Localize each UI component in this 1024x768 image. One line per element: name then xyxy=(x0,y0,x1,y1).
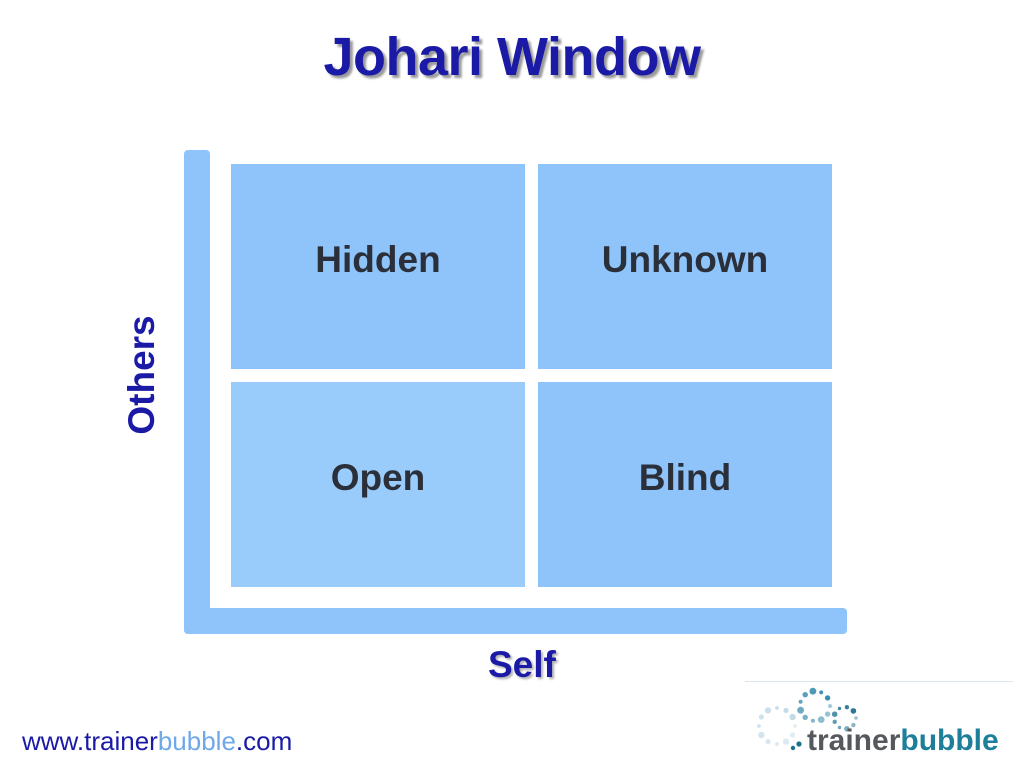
quadrant-open-label: Open xyxy=(330,456,426,498)
bubble-dot xyxy=(851,722,856,728)
bubble-dot xyxy=(832,719,837,724)
bubble-dot xyxy=(819,690,824,695)
bubble-dot xyxy=(790,745,796,751)
bubble-dot xyxy=(844,726,850,732)
bubble-dot xyxy=(790,732,796,738)
logo-word-trainer: trainer xyxy=(807,724,901,757)
bubble-dot xyxy=(817,716,825,723)
bubble-dot xyxy=(824,711,831,717)
vertical-axis-bar xyxy=(184,150,210,634)
quadrant-blind-label: Blind xyxy=(638,456,732,498)
bubble-dot xyxy=(837,706,842,711)
bubble-dot xyxy=(802,692,808,698)
quadrant-unknown: Unknown xyxy=(538,164,832,369)
slide-title: Johari Window xyxy=(323,27,701,87)
bubble-dot xyxy=(854,716,858,720)
quadrant-unknown-label: Unknown xyxy=(601,238,769,280)
quadrant-blind: Blind xyxy=(538,382,832,587)
bubble-dot xyxy=(793,724,797,728)
footer-url-accent: bubble xyxy=(157,726,236,756)
bubble-dot xyxy=(837,725,842,730)
bubble-dot xyxy=(831,711,838,717)
footer-url[interactable]: www.trainerbubble.com xyxy=(22,726,292,757)
logo-word-bubble: bubble xyxy=(900,724,999,757)
bubble-dot xyxy=(775,742,779,746)
bubble-dot xyxy=(758,731,765,739)
bubble-dot xyxy=(758,714,764,720)
bubble-dot xyxy=(824,695,831,701)
footer-url-suffix: .com xyxy=(235,726,293,756)
bubble-dot xyxy=(809,687,817,695)
horizontal-axis-bar xyxy=(184,608,847,634)
bubble-dot xyxy=(789,713,796,721)
bubble-dot xyxy=(764,707,772,714)
bubble-dot xyxy=(796,741,802,747)
bubble-dot xyxy=(810,718,815,723)
bubble-dot xyxy=(782,738,790,745)
bubble-dot xyxy=(757,724,761,728)
bubble-dot xyxy=(798,699,803,704)
quadrant-hidden-label: Hidden xyxy=(315,238,441,280)
bubble-dot xyxy=(775,706,779,710)
bubble-dot xyxy=(765,739,771,745)
trainerbubble-logo: trainerbubble xyxy=(745,681,1013,758)
axis-label-others: Others xyxy=(121,315,162,435)
quadrant-hidden: Hidden xyxy=(231,164,525,369)
bubble-dots-icon xyxy=(757,687,858,751)
logo-wordmark: trainerbubble xyxy=(807,724,999,758)
bubble-dot xyxy=(844,705,850,710)
bubble-dot xyxy=(797,706,804,714)
bubble-dot xyxy=(850,708,857,714)
footer-url-prefix: www.trainer xyxy=(22,726,158,756)
bubble-dot xyxy=(783,707,789,713)
bubble-dot xyxy=(828,704,832,708)
axis-label-self: Self xyxy=(488,644,556,685)
bubble-dot xyxy=(802,714,808,720)
quadrant-open: Open xyxy=(231,382,525,587)
